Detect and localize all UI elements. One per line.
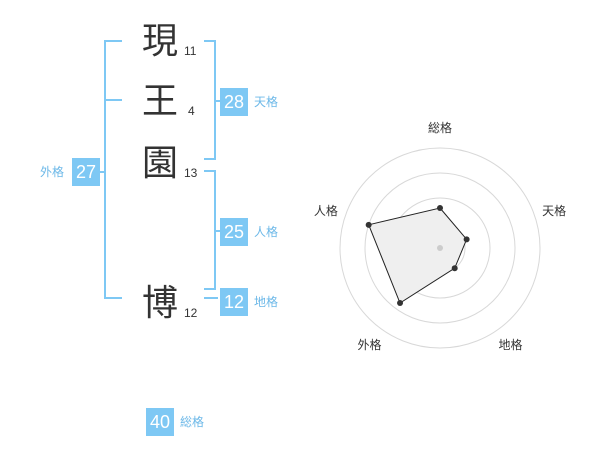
jinkaku-bracket-top xyxy=(204,170,216,172)
name-char-4: 博 xyxy=(142,283,179,324)
radar-axis-label-3: 外格 xyxy=(357,337,381,352)
jinkaku-bracket-connector xyxy=(214,230,220,232)
radar-axis-label-2: 地格 xyxy=(499,337,523,352)
jinkaku-label: 人格 xyxy=(254,225,279,239)
chikaku-label: 地格 xyxy=(254,295,279,309)
soukaku-value: 40 xyxy=(146,408,174,436)
tenkaku-bracket-connector xyxy=(214,100,220,102)
radar-point-4 xyxy=(365,221,372,228)
radar-point-2 xyxy=(451,265,458,272)
radar-axis-label-4: 人格 xyxy=(314,203,338,218)
stroke-count-4: 12 xyxy=(184,306,198,320)
gaikaku-label: 外格 xyxy=(40,165,65,179)
jinkaku-value: 25 xyxy=(220,218,248,246)
radar-point-3 xyxy=(397,300,404,307)
gaikaku-bracket-bottom xyxy=(104,297,122,299)
radar-polygon xyxy=(368,207,468,304)
gaikaku-bracket-vertical xyxy=(104,40,106,299)
chikaku-value: 12 xyxy=(220,288,248,316)
jinkaku-bracket-bottom xyxy=(204,288,216,290)
tenkaku-label: 天格 xyxy=(254,95,279,109)
gaikaku-bracket-middle xyxy=(104,99,122,101)
name-char-3: 園 xyxy=(142,143,179,184)
name-char-1: 現 xyxy=(142,21,179,62)
gaikaku-value: 27 xyxy=(72,158,100,186)
tenkaku-bracket-top xyxy=(204,40,216,42)
radar-ring-3 xyxy=(364,172,516,324)
soukaku-label: 総格 xyxy=(180,415,205,429)
name-char-2: 王 xyxy=(142,81,179,122)
radar-point-0 xyxy=(437,205,443,211)
radar-axis-label-0: 総格 xyxy=(428,120,452,135)
tenkaku-bracket-bottom xyxy=(204,158,216,160)
gaikaku-bracket-connector xyxy=(100,171,104,173)
stroke-count-1: 11 xyxy=(184,44,197,58)
radar-point-1 xyxy=(463,236,470,243)
stroke-count-2: 4 xyxy=(188,104,195,118)
radar-axis-label-1: 天格 xyxy=(542,203,566,218)
stroke-count-3: 13 xyxy=(184,166,198,180)
gaikaku-bracket-top xyxy=(104,40,122,42)
radar-ring-4 xyxy=(339,147,541,349)
tenkaku-value: 28 xyxy=(220,88,248,116)
radar-center-dot xyxy=(437,245,443,251)
chikaku-bracket-stub xyxy=(204,297,218,299)
